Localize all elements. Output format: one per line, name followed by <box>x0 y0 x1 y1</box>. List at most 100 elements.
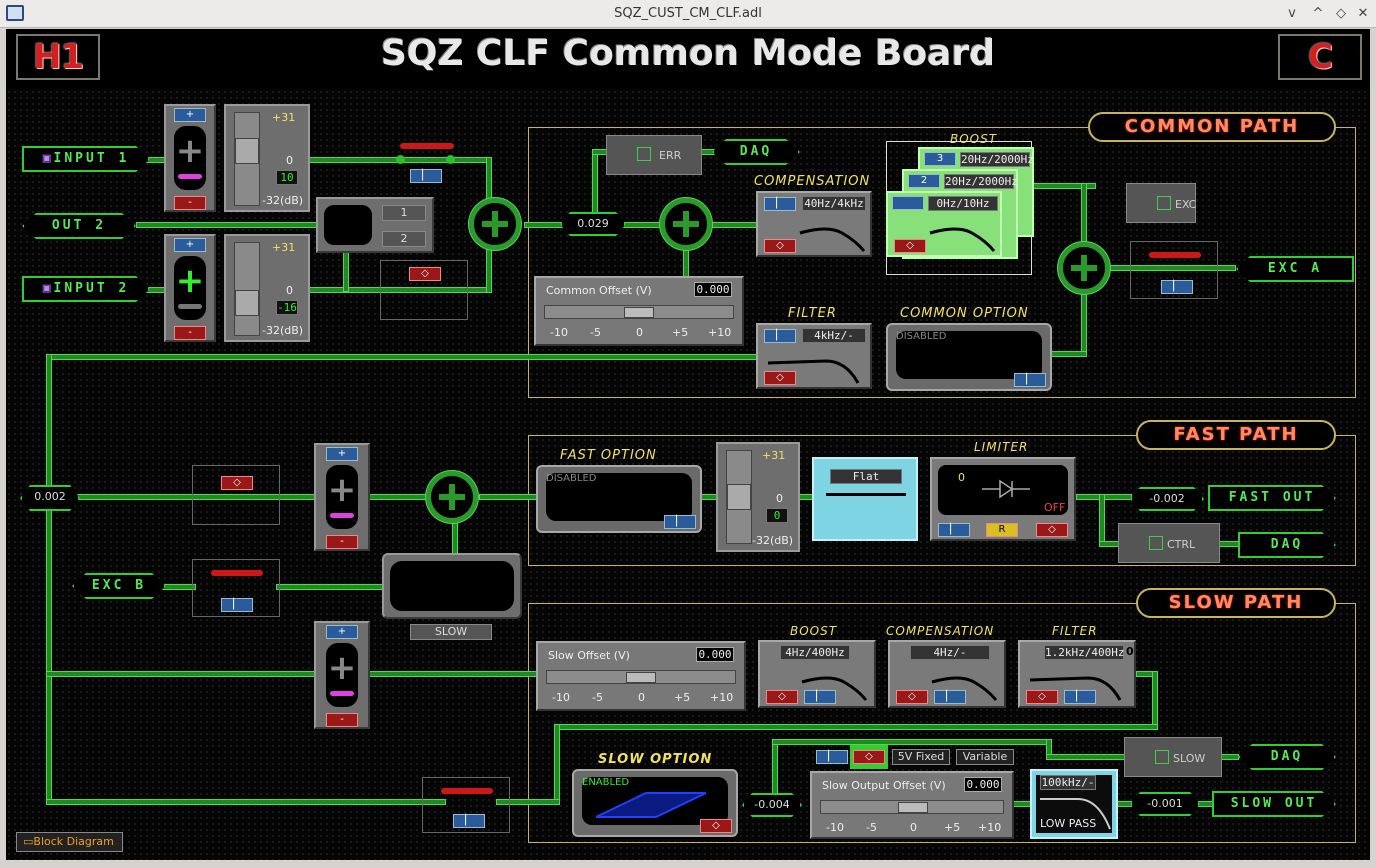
limiter-reset-button[interactable]: R <box>986 523 1018 537</box>
out-2-tag[interactable]: OUT 2 <box>22 213 136 239</box>
common-offset-value[interactable]: 0.000 <box>694 282 732 297</box>
slow-filter: 1.2kHz/400Hz 0 ◇ ▏ <box>1018 640 1136 708</box>
slow-output-on-button[interactable]: ▏ <box>816 750 848 764</box>
err-daq-button[interactable]: ERR <box>606 135 702 175</box>
fast-input-switch-button[interactable]: ◇ <box>221 476 253 490</box>
fast-gain-slider[interactable]: +31 0 0 -32(dB) <box>716 442 800 552</box>
slow-output-variable[interactable]: Variable <box>956 749 1014 765</box>
slow-out-tag[interactable]: SLOW OUT <box>1212 791 1336 817</box>
input-2-gain-slider[interactable]: +31 0 -16 -32(dB) <box>224 234 310 342</box>
slow-compensation-engage-button[interactable]: ◇ <box>896 690 928 704</box>
slow-out-label: SLOW OUT <box>1230 796 1318 811</box>
slow-switch-button[interactable]: ▏ <box>453 814 485 828</box>
wire <box>772 739 1052 745</box>
common-offset-knob[interactable] <box>624 307 654 318</box>
input-2-tag[interactable]: ▣INPUT 2 <box>22 276 150 302</box>
low-pass-filter[interactable]: 100kHz/- LOW PASS <box>1030 769 1118 839</box>
input-1-plus-button[interactable]: + <box>174 108 206 122</box>
wire <box>1081 291 1087 357</box>
slow-select-button[interactable]: SLOW <box>410 624 492 640</box>
boost-engage-button[interactable]: ◇ <box>894 239 926 253</box>
fast-option-label: FAST OPTION <box>560 448 657 463</box>
filter-on-button[interactable]: ▏ <box>764 329 796 343</box>
input-2-switch-button[interactable]: ◇ <box>409 267 441 281</box>
wire <box>1099 494 1105 544</box>
daq-err-tag[interactable]: DAQ <box>712 139 800 165</box>
limiter-screen <box>938 465 1068 515</box>
input-1-tag[interactable]: ▣INPUT 1 <box>22 146 150 172</box>
fast-option-state: DISABLED <box>546 473 597 484</box>
input-1-gain-slider[interactable]: +31 0 10 -32(dB) <box>224 104 310 212</box>
slow-plus-button[interactable]: + <box>326 625 358 639</box>
fast-path-title: FAST PATH <box>1136 420 1336 450</box>
compensation-on-button[interactable]: ▏ <box>764 197 796 211</box>
input-2-slider-track <box>234 242 260 336</box>
input-2-switch-box: ◇ <box>380 260 468 320</box>
slow-boost-on-button[interactable]: ▏ <box>804 690 836 704</box>
slow-output-5v-fixed[interactable]: 5V Fixed <box>892 749 950 765</box>
slow-option-button[interactable]: ◇ <box>700 819 732 833</box>
slow-boost-engage-button[interactable]: ◇ <box>766 690 798 704</box>
fast-plus-button[interactable]: + <box>326 447 358 461</box>
boost-stage-1-button[interactable] <box>892 196 924 210</box>
restore-button[interactable]: ◇ <box>1336 6 1346 21</box>
slow-output-engage-button[interactable]: ◇ <box>853 750 885 764</box>
mux-select-1[interactable]: 1 <box>382 205 426 221</box>
slow-minus-button[interactable]: - <box>326 713 358 727</box>
fast-minus-button[interactable]: - <box>326 535 358 549</box>
exc-daq-button[interactable]: EXC <box>1126 183 1196 223</box>
input-2-plus-button[interactable]: + <box>174 238 206 252</box>
exc-a-switch-button[interactable]: ▏ <box>1161 280 1193 294</box>
slow-output-offset-knob[interactable] <box>898 802 928 813</box>
slow-daq-button[interactable]: SLOW <box>1124 737 1222 777</box>
exc-b-tag[interactable]: EXC B <box>72 573 166 599</box>
compensation-engage-button[interactable]: ◇ <box>764 239 796 253</box>
daq-slow-tag[interactable]: DAQ <box>1238 744 1336 770</box>
input-1-icon: ▣ <box>42 151 54 166</box>
common-option-state: DISABLED <box>896 331 947 342</box>
exc-a-switch-bar <box>1149 252 1201 258</box>
exc-a-tag[interactable]: EXC A <box>1236 256 1354 282</box>
limiter-zero: 0 <box>958 471 965 484</box>
slow-switch-bar <box>441 788 493 794</box>
slow-polarity-indicator <box>330 691 354 696</box>
exc-b-switch-button[interactable]: ▏ <box>221 598 253 612</box>
slow-filter-on-button[interactable]: ▏ <box>1064 690 1096 704</box>
daq-ctrl-tag[interactable]: DAQ <box>1238 532 1336 558</box>
filter-engage-button[interactable]: ◇ <box>764 371 796 385</box>
flat-filter[interactable]: Flat <box>812 457 918 541</box>
close-button[interactable]: ✕ <box>1357 6 1369 21</box>
limiter-engage-button[interactable]: ◇ <box>1036 523 1068 537</box>
fast-slider-knob[interactable] <box>727 484 751 510</box>
slow-offset-knob[interactable] <box>626 672 656 683</box>
fast-sum-node <box>426 471 478 523</box>
minimize-button[interactable]: v <box>1288 6 1296 21</box>
slow-filter-engage-button[interactable]: ◇ <box>1026 690 1058 704</box>
common-path-title: COMMON PATH <box>1088 112 1336 142</box>
slow-output-offset-value[interactable]: 0.000 <box>964 777 1002 792</box>
ctrl-daq-label: CTRL <box>1167 538 1196 551</box>
exc-a-switch-box: ▏ <box>1130 241 1218 299</box>
input-1-minus-button[interactable]: - <box>174 196 206 210</box>
maximize-button[interactable]: ^ <box>1312 6 1324 21</box>
boost-stage-3-button[interactable]: 3 <box>924 152 956 166</box>
mux-select-2[interactable]: 2 <box>382 231 426 247</box>
fast-path-section <box>528 435 1356 566</box>
slow-offset-value[interactable]: 0.000 <box>696 647 734 662</box>
common-option-button[interactable]: ▏ <box>1014 373 1046 387</box>
boost-stage-2-button[interactable]: 2 <box>908 174 940 188</box>
fast-out-tag[interactable]: FAST OUT <box>1208 485 1336 511</box>
limiter-on-button[interactable]: ▏ <box>938 523 970 537</box>
input-1-switch-button[interactable]: ▏ <box>410 169 442 183</box>
slow-compensation-on-button[interactable]: ▏ <box>934 690 966 704</box>
fast-option: DISABLED ▏ <box>536 465 702 533</box>
input-2-gain-mid: 0 <box>286 284 293 297</box>
input-2-minus-button[interactable]: - <box>174 326 206 340</box>
flat-response-icon <box>826 493 906 496</box>
fast-option-button[interactable]: ▏ <box>664 515 696 529</box>
block-diagram-button[interactable]: ▭Block Diagram <box>16 832 123 852</box>
input-2-slider-knob[interactable] <box>235 290 259 316</box>
input-1-slider-knob[interactable] <box>235 138 259 164</box>
wire <box>146 157 166 163</box>
ctrl-daq-button[interactable]: CTRL <box>1118 523 1220 563</box>
